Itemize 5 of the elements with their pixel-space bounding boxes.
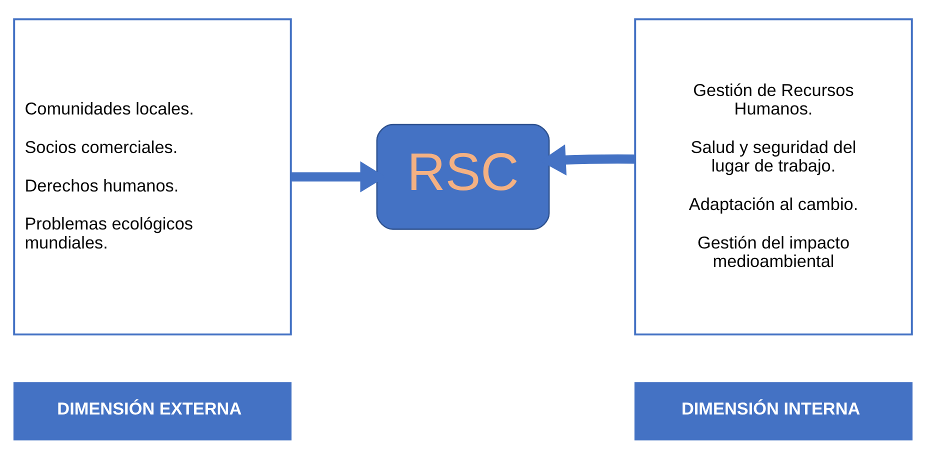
node-box: DIMENSIÓN INTERNA: [634, 382, 913, 440]
node-box: Gestión de Recursos Humanos. Salud y seguridad del lugar de trabajo. Adaptación al cambio. Gestión del impacto medioambiental: [634, 18, 913, 336]
node-box: Comunidades locales. Socios comerciales. Derechos humanos. Problemas ecológicos mundiales.: [13, 18, 292, 336]
node-box: RSC: [376, 124, 550, 230]
node-box: DIMENSIÓN EXTERNA: [13, 382, 292, 440]
